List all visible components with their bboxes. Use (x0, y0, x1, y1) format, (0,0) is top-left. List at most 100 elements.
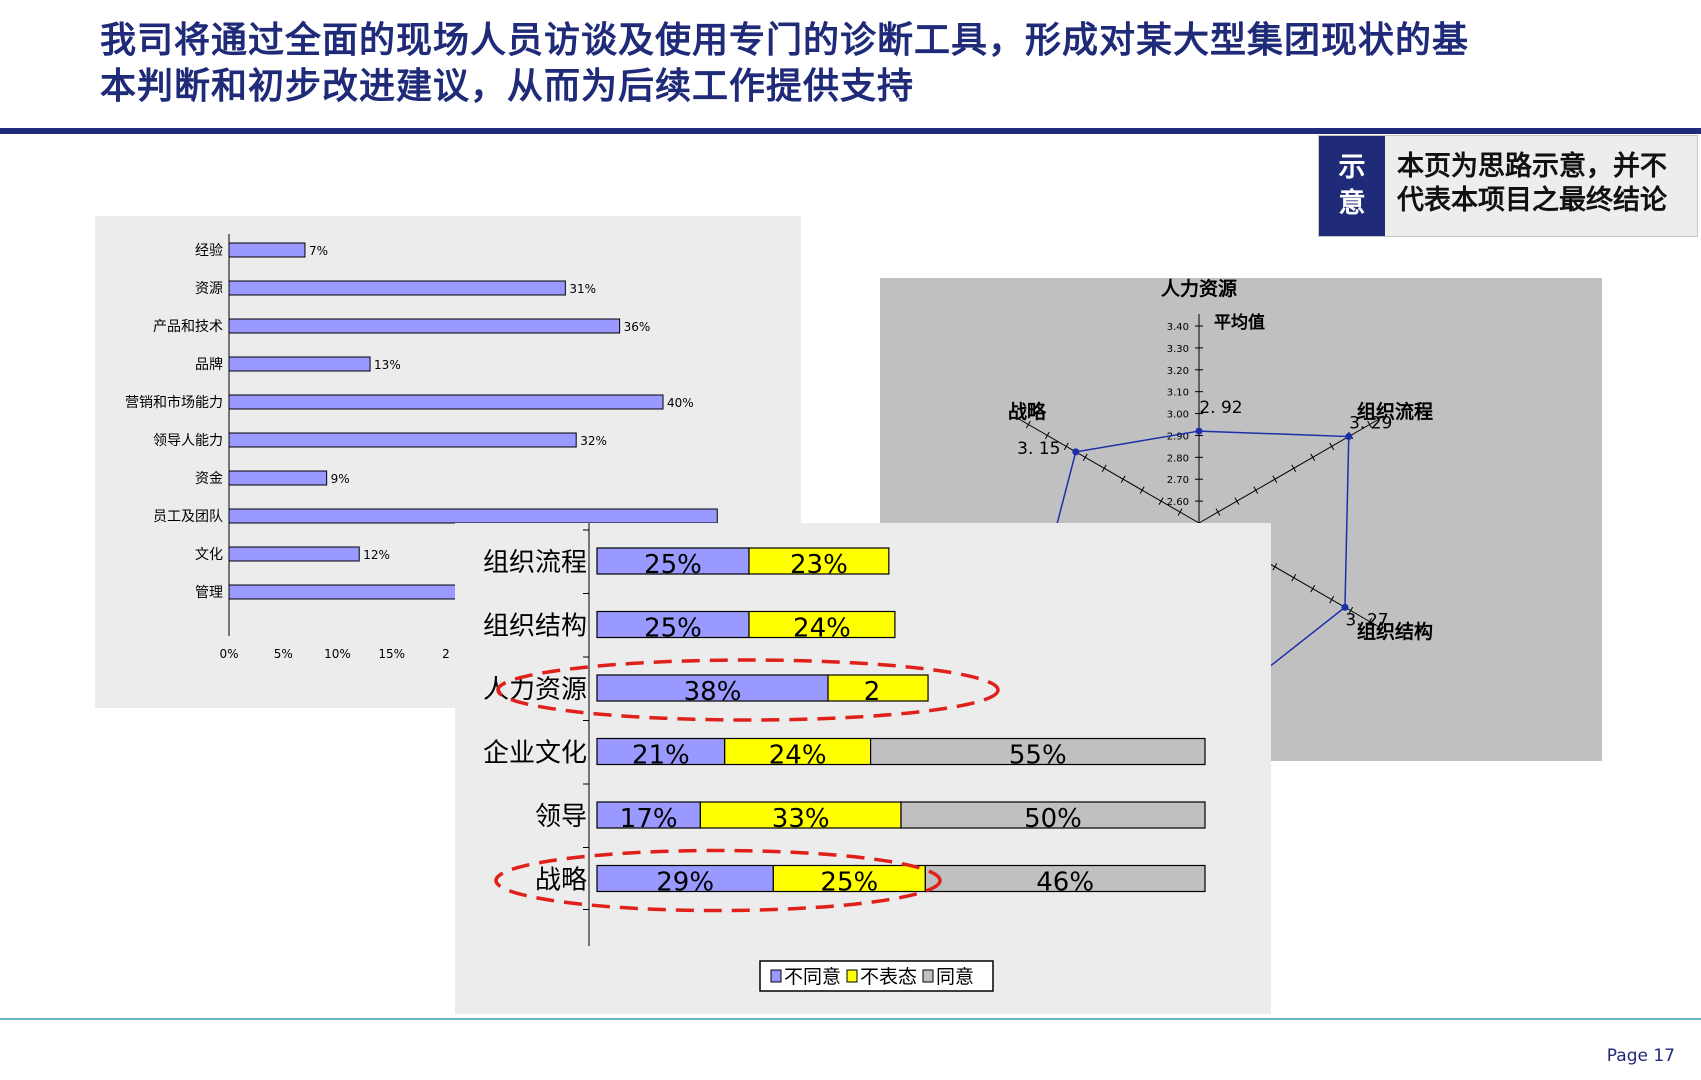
radar-scale-label: 3.10 (1167, 388, 1189, 399)
note-line-2: 代表本项目之最终结论 (1397, 185, 1667, 216)
radar-scale-label: 2.80 (1167, 453, 1189, 464)
bar (228, 280, 566, 296)
stacked-bar-segment (699, 801, 902, 829)
category-label: 品牌 (195, 356, 223, 373)
bar (228, 356, 371, 372)
radar-tick (1291, 574, 1297, 582)
radar-scale-label: 3.40 (1167, 322, 1189, 333)
tag-line-1: 示 (1338, 152, 1366, 183)
radar-tick (1234, 497, 1240, 505)
radar-tick (1367, 617, 1373, 626)
value-label: 7% (309, 244, 328, 258)
radar-tick (1310, 453, 1316, 462)
segment-label: 46% (1036, 868, 1094, 898)
category-label: 组织结构 (483, 612, 587, 642)
radar-point (1195, 427, 1203, 435)
bar (228, 318, 621, 334)
radar-tick (1158, 497, 1164, 505)
category-label: 资源 (195, 281, 223, 297)
radar-axis-label: 组织流程 (1357, 400, 1433, 423)
value-label: 36% (624, 320, 651, 334)
radar-tick (1272, 475, 1278, 483)
radar-scale-label: 3.30 (1167, 344, 1189, 355)
stacked-bar-segment (596, 864, 774, 893)
x-tick-label: 15% (378, 647, 405, 661)
note-text: 本页为思路示意，并不 代表本项目之最终结论 (1397, 150, 1692, 218)
legend-box (759, 960, 994, 992)
illustrative-tag: 示 意 (1319, 136, 1385, 236)
bar (228, 394, 664, 410)
radar-tick (1101, 464, 1107, 472)
radar-axis-label: 组织结构 (1357, 620, 1433, 643)
stacked-bar-segment (900, 801, 1206, 829)
radar-tick (1063, 442, 1069, 451)
legend-swatch (922, 969, 934, 983)
radar-axis-label: 战略 (1008, 400, 1047, 423)
bar (228, 470, 328, 486)
radar-value-label: 3. 27 (1345, 610, 1388, 630)
value-label: 13% (374, 358, 401, 372)
category-label: 人力资源 (483, 675, 587, 705)
highlight-ellipse (496, 658, 1000, 722)
category-label: 管理 (195, 585, 223, 601)
radar-tick (1348, 606, 1354, 615)
stacked-bar-segment (596, 801, 701, 829)
highlight-ellipse (494, 848, 942, 913)
radar-tick (1272, 563, 1278, 571)
radar-scale-label: 3.20 (1167, 366, 1189, 377)
bar (228, 432, 577, 448)
x-tick-label: 10% (324, 647, 351, 661)
segment-label: 38% (684, 677, 742, 707)
page-number: Page 17 (1606, 1046, 1675, 1066)
illustrative-note-box: 示 意 本页为思路示意，并不 代表本项目之最终结论 (1318, 135, 1698, 237)
value-label: 32% (580, 434, 607, 448)
stacked-bar-segment (596, 547, 750, 575)
radar-tick (1044, 431, 1050, 440)
radar-point (1345, 433, 1353, 441)
radar-tick (1025, 420, 1031, 429)
radar-tick (1253, 486, 1259, 494)
radar-tick (1177, 508, 1183, 516)
tag-line-2: 意 (1338, 188, 1366, 219)
radar-value-label: 2. 92 (1199, 398, 1242, 418)
radar-tick (1367, 420, 1373, 429)
x-tick-label: 0% (219, 647, 238, 661)
segment-label: 23% (790, 550, 848, 580)
radar-value-label: 3. 29 (1349, 414, 1392, 434)
radar-tick (1310, 584, 1316, 593)
radar-tick (1120, 475, 1126, 483)
category-label: 经验 (195, 243, 223, 259)
stacked-bar-segment (924, 864, 1206, 893)
radar-tick (1291, 464, 1297, 472)
category-label: 产品和技术 (153, 319, 223, 335)
note-line-1: 本页为思路示意，并不 (1397, 151, 1667, 182)
radar-scale-label: 2.70 (1167, 475, 1189, 486)
category-label: 资金 (195, 471, 223, 487)
radar-tick (1215, 508, 1221, 516)
title-divider (0, 128, 1701, 134)
value-label: 31% (569, 282, 596, 296)
stacked-bar-segment (724, 737, 872, 766)
stacked-bar-segment (748, 610, 896, 639)
factor-bar-chart: 经验 7% 资源 31% 产品和技术 36% 品牌 13% 营销和市场能力 40% 领导人能力 32%… (95, 216, 801, 708)
stacked-bar-segment (772, 864, 926, 893)
category-label: 营销和市场能力 (125, 394, 223, 411)
category-label: 企业文化 (483, 739, 587, 769)
radar-scale-label: 2.60 (1167, 497, 1189, 508)
category-label: 组织流程 (483, 548, 587, 578)
radar-point (1072, 448, 1080, 456)
segment-label: 21% (632, 741, 690, 771)
radar-tick (1329, 595, 1335, 604)
segment-label: 24% (793, 614, 851, 644)
legend-label: 不同意 (784, 966, 841, 988)
value-label: 9% (331, 472, 350, 486)
bar (228, 546, 360, 562)
bar (228, 242, 306, 258)
category-label: 领导人能力 (153, 433, 223, 449)
value-label: 40% (667, 396, 694, 410)
value-label: 12% (363, 548, 390, 562)
footer-divider (0, 1018, 1701, 1020)
segment-label: 25% (820, 868, 878, 898)
